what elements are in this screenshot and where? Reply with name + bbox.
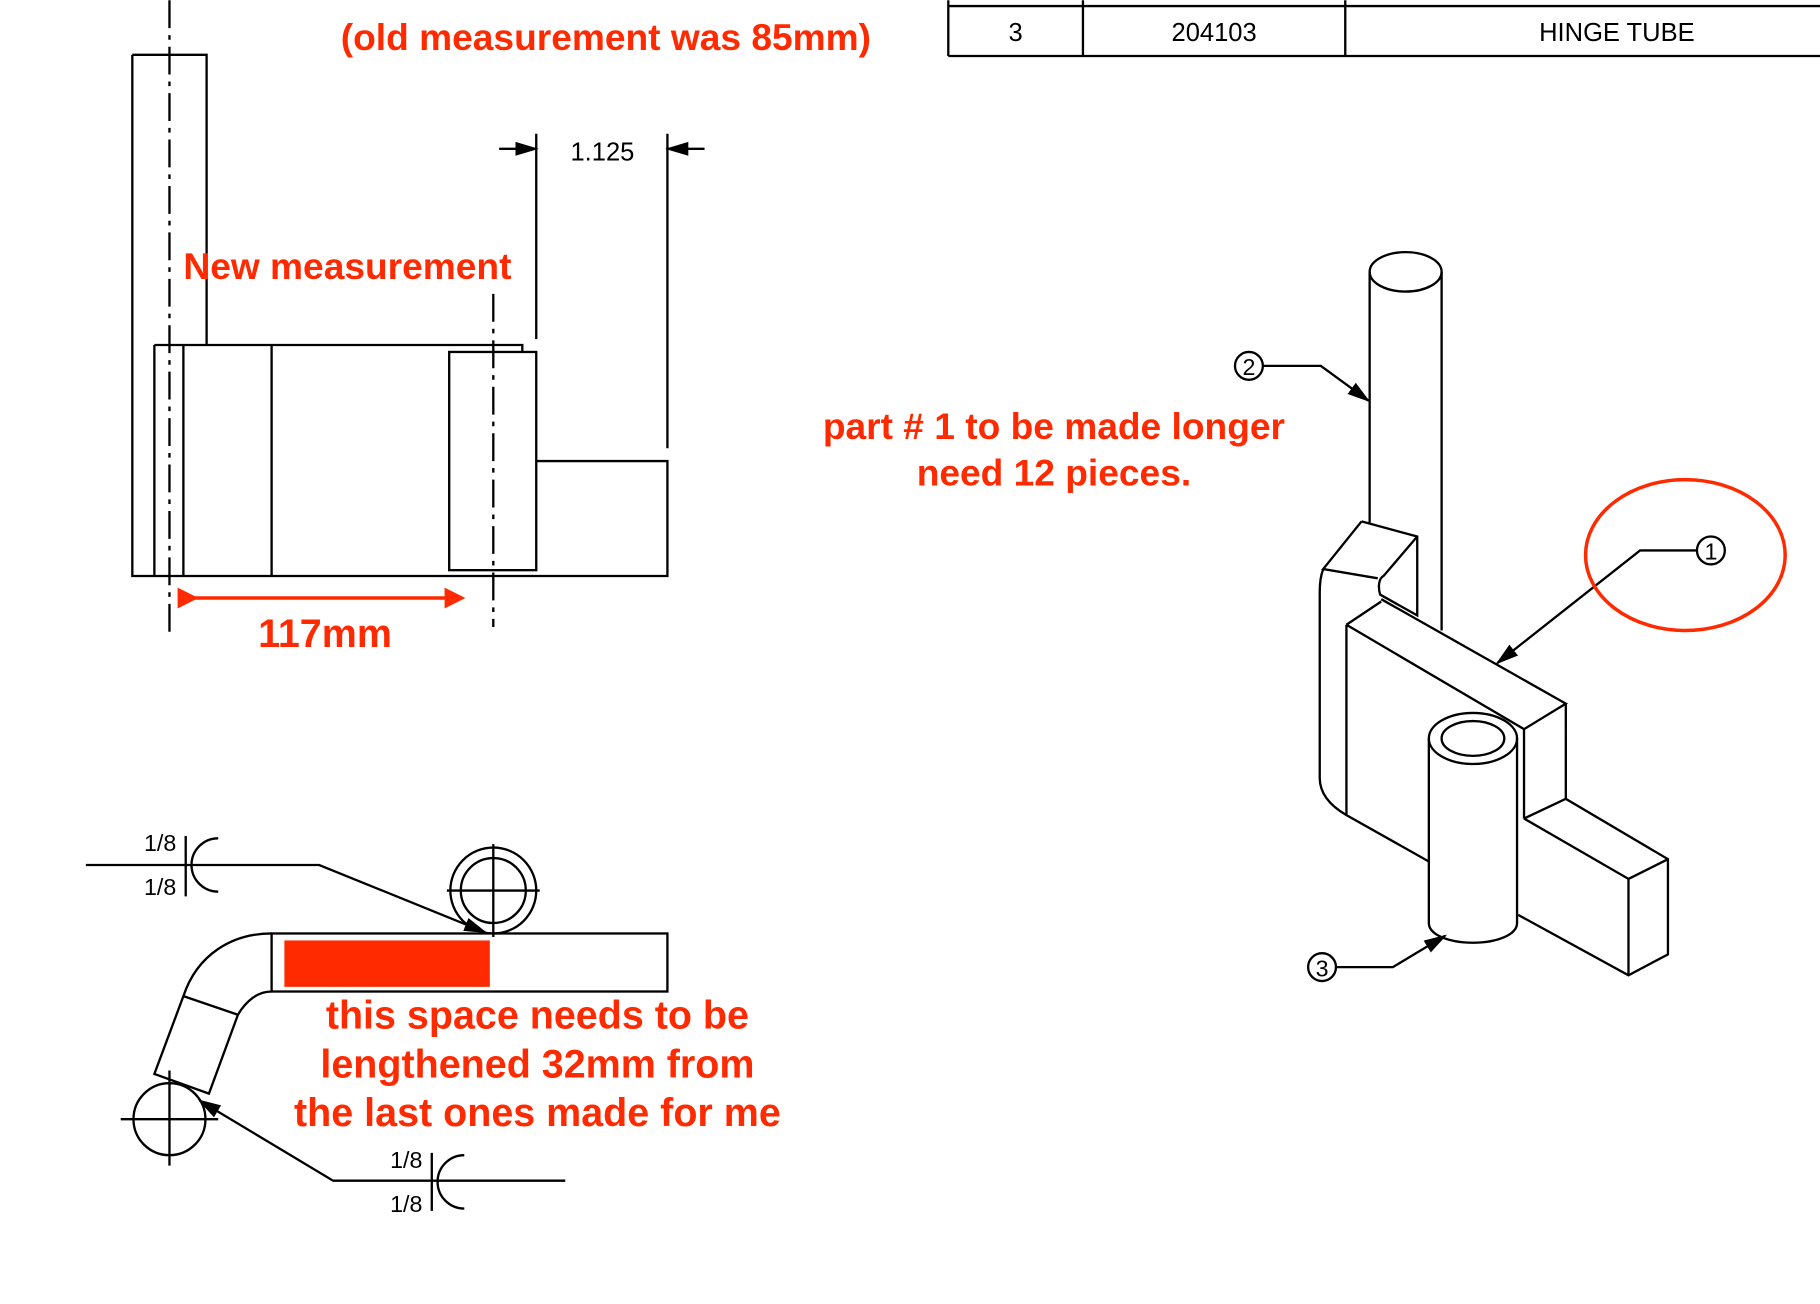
part-note-line2: need 12 pieces. [917,451,1191,493]
svg-text:2: 2 [1242,354,1255,380]
balloon-1: 1 [1695,535,1726,566]
red-highlight-circle [1583,477,1787,633]
top-view: 1/8 1/8 1/8 1/8 [85,830,669,1217]
side-view: 1.125 [131,0,705,633]
part-description: HINGE TUBE [1539,19,1695,47]
part-number: 204103 [1172,19,1257,47]
item-number: 3 [1009,19,1023,47]
space-note-line3: the last ones made for me [294,1091,781,1135]
space-note-line2: lengthened 32mm from [320,1042,754,1086]
svg-text:1: 1 [1704,539,1717,565]
space-note-line1: this space needs to be [326,994,749,1038]
balloon-2: 2 [1233,350,1265,381]
new-measurement-note: New measurement [183,245,511,287]
svg-text:3: 3 [1316,955,1329,981]
weld-size-top-b: 1/8 [144,874,176,900]
balloon-3: 3 [1306,952,1338,983]
highlighted-space [284,940,490,987]
part-note-line1: part # 1 to be made longer [823,405,1285,447]
weld-size-top-a: 1/8 [144,830,176,856]
dimension-1125: 1.125 [570,138,634,166]
weld-size-bottom-a: 1/8 [390,1147,422,1173]
length-117mm: 117mm [258,612,392,656]
parts-table-row: 3 204103 HINGE TUBE [947,0,1820,58]
old-measurement-note: (old measurement was 85mm) [341,16,871,58]
isometric-view: 2 1 3 [1233,250,1787,983]
weld-size-bottom-b: 1/8 [390,1191,422,1217]
